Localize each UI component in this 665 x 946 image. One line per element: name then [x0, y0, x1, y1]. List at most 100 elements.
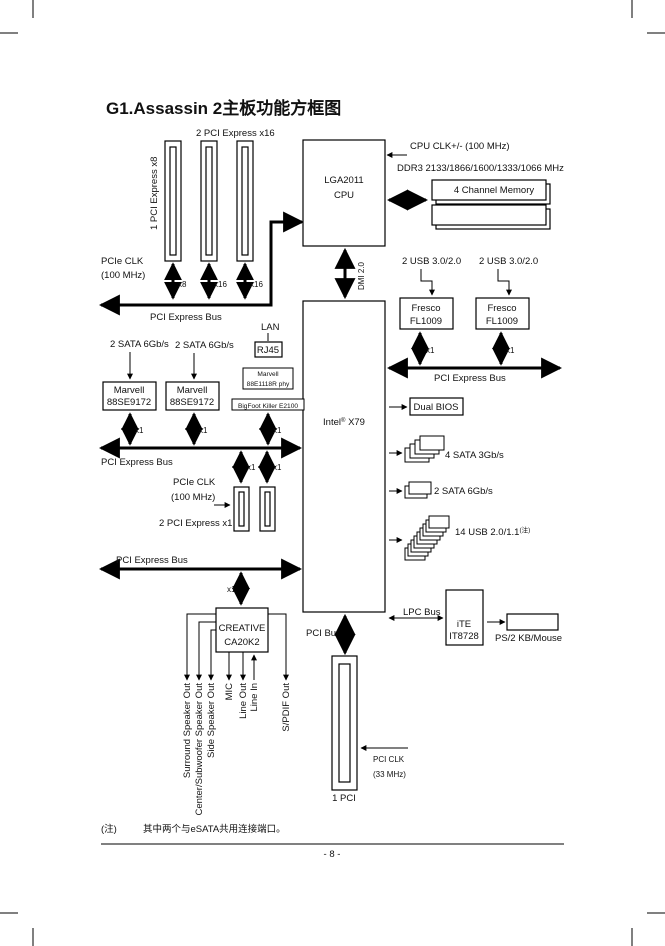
pcie-x16-slots-label: 2 PCI Express x16	[196, 128, 275, 139]
marvell-lane-label-2: x1	[199, 426, 208, 435]
marvell-model-1: 88SE9172	[107, 397, 151, 408]
audio-input-mic: MIC	[224, 683, 235, 701]
audio-codec-name: CREATIVE	[219, 623, 266, 634]
sata-label-2: 2 SATA 6Gb/s	[175, 340, 234, 351]
pcie-bus-low-label: PCI Express Bus	[116, 555, 188, 566]
x1-slot-lane-arrows	[232, 450, 276, 484]
sata6-chipset-label: 2 SATA 6Gb/s	[434, 486, 493, 497]
marvell-model-2: 88SE9172	[170, 397, 214, 408]
audio-output-center-sub: Center/Subwoofer Speaker Out	[194, 683, 205, 816]
pci-clk-label: PCI CLK	[373, 755, 405, 764]
footnote-mark: (注)	[101, 823, 117, 835]
chipset-block	[302, 300, 386, 613]
audio-output-surround: Surround Speaker Out	[182, 683, 193, 778]
lane-x8-label: x8	[178, 280, 187, 289]
cpu-block	[302, 139, 386, 247]
pcie-bus-top-label: PCI Express Bus	[150, 312, 222, 323]
ite-model: IT8728	[449, 631, 479, 642]
cpu-socket-label: LGA2011	[324, 175, 363, 186]
usb3-arrow-1	[420, 269, 435, 296]
pcie-x1-slot-1	[233, 486, 250, 532]
pci-bus-label: PCI Bus	[306, 628, 341, 639]
marvell-name-2: Marvell	[177, 385, 208, 396]
x1-slot-lane-label-2: x1	[273, 463, 282, 472]
pcie-x16-slot-1	[200, 140, 218, 262]
pcie-x8-slot-label: 1 PCI Express x8	[149, 157, 160, 230]
ite-name: iTE	[457, 619, 471, 630]
pcie-clk-top-freq: (100 MHz)	[101, 270, 145, 281]
rj45-block	[254, 341, 283, 358]
dmi-label: DMI 2.0	[357, 261, 366, 290]
sata3-label: 4 SATA 3Gb/s	[445, 450, 504, 461]
usb2-label: 14 USB 2.0/1.1(注)	[455, 525, 530, 538]
killer-label: BigFoot Killer E2100	[238, 403, 298, 410]
usb3-label-2: 2 USB 3.0/2.0	[479, 256, 538, 267]
fresco-block-2	[475, 297, 530, 330]
footnote-text: 其中两个与eSATA共用连接端口。	[143, 823, 286, 835]
fresco-lane-label-1: x1	[426, 346, 435, 355]
audio-output-side: Side Speaker Out	[206, 683, 217, 758]
audio-lane-label: x1	[227, 585, 236, 594]
pcie-x1-slots-label: 2 PCI Express x1	[159, 518, 232, 529]
fresco-block-1	[399, 297, 454, 330]
page-title: G1.Assassin 2主板功能方框图	[106, 98, 341, 118]
sata3-ports-icon	[404, 435, 445, 463]
pcie-x16-slot-2	[236, 140, 254, 262]
lan-phy-name: Marvell	[257, 371, 279, 378]
sata-label-1: 2 SATA 6Gb/s	[110, 339, 169, 350]
marvell-name-1: Marvell	[114, 385, 145, 396]
fresco-lane-label-2: x1	[506, 346, 515, 355]
fresco-model-1: FL1009	[410, 316, 442, 327]
pcie-clk-top-label: PCIe CLK	[101, 256, 144, 267]
lan-phy-model: 88E1118R phy	[247, 381, 290, 388]
marvell-block-1	[102, 381, 157, 411]
marvell-block-2	[165, 381, 220, 411]
killer-block	[231, 398, 305, 411]
audio-output-wiring	[184, 613, 289, 681]
lan-lane-label: x1	[273, 426, 282, 435]
fresco-model-2: FL1009	[486, 316, 518, 327]
lane-x16-label-2: x16	[250, 280, 263, 289]
cpu-label: CPU	[334, 190, 354, 201]
pcie-x8-slot	[164, 140, 182, 262]
audio-input-line-in: Line In	[249, 683, 260, 712]
pcie-clk-mid-freq: (100 MHz)	[171, 492, 215, 503]
dual-bios-label: Dual BIOS	[414, 402, 459, 413]
ddr3-label: DDR3 2133/1866/1600/1333/1066 MHz	[397, 163, 564, 174]
pci-clk-freq: (33 MHz)	[373, 770, 406, 779]
usb2-ports-icon	[404, 515, 450, 561]
chipset-label: Intel® X79	[323, 417, 365, 428]
audio-codec-block	[215, 607, 269, 653]
x1-slot-lane-label-1: x1	[247, 463, 256, 472]
page-number: - 8 -	[324, 849, 341, 860]
audio-output-spdif: S/PDIF Out	[281, 683, 292, 732]
audio-codec-model: CA20K2	[224, 637, 259, 648]
fresco-name-1: Fresco	[411, 303, 440, 314]
sata6-ports-icon	[404, 481, 432, 499]
memory-label: 4 Channel Memory	[454, 185, 535, 196]
pcie-bus-top	[98, 211, 305, 316]
usb3-arrow-2	[497, 269, 512, 296]
marvell-lane-label-1: x1	[135, 426, 144, 435]
ps2-connector	[506, 613, 559, 631]
lan-phy-block	[242, 367, 294, 390]
pcie-bus-mid-label: PCI Express Bus	[101, 457, 173, 468]
usb3-label-1: 2 USB 3.0/2.0	[402, 256, 461, 267]
lan-label: LAN	[261, 322, 280, 333]
lane-x16-label-1: x16	[214, 280, 227, 289]
pcie-bus-right-label: PCI Express Bus	[434, 373, 506, 384]
fresco-name-2: Fresco	[487, 303, 516, 314]
memory-modules	[431, 179, 551, 230]
pci-slot-label: 1 PCI	[332, 793, 356, 804]
pcie-clk-mid-label: PCIe CLK	[173, 477, 216, 488]
ps2-label: PS/2 KB/Mouse	[495, 633, 562, 644]
rj45-label: RJ45	[257, 345, 279, 356]
audio-output-line-out: Line Out	[238, 683, 249, 719]
dual-bios-block	[409, 397, 464, 416]
ite-block	[445, 589, 484, 646]
pci-slot	[331, 655, 358, 791]
pcie-x1-slot-2	[259, 486, 276, 532]
cpu-clk-label: CPU CLK+/- (100 MHz)	[410, 141, 510, 152]
